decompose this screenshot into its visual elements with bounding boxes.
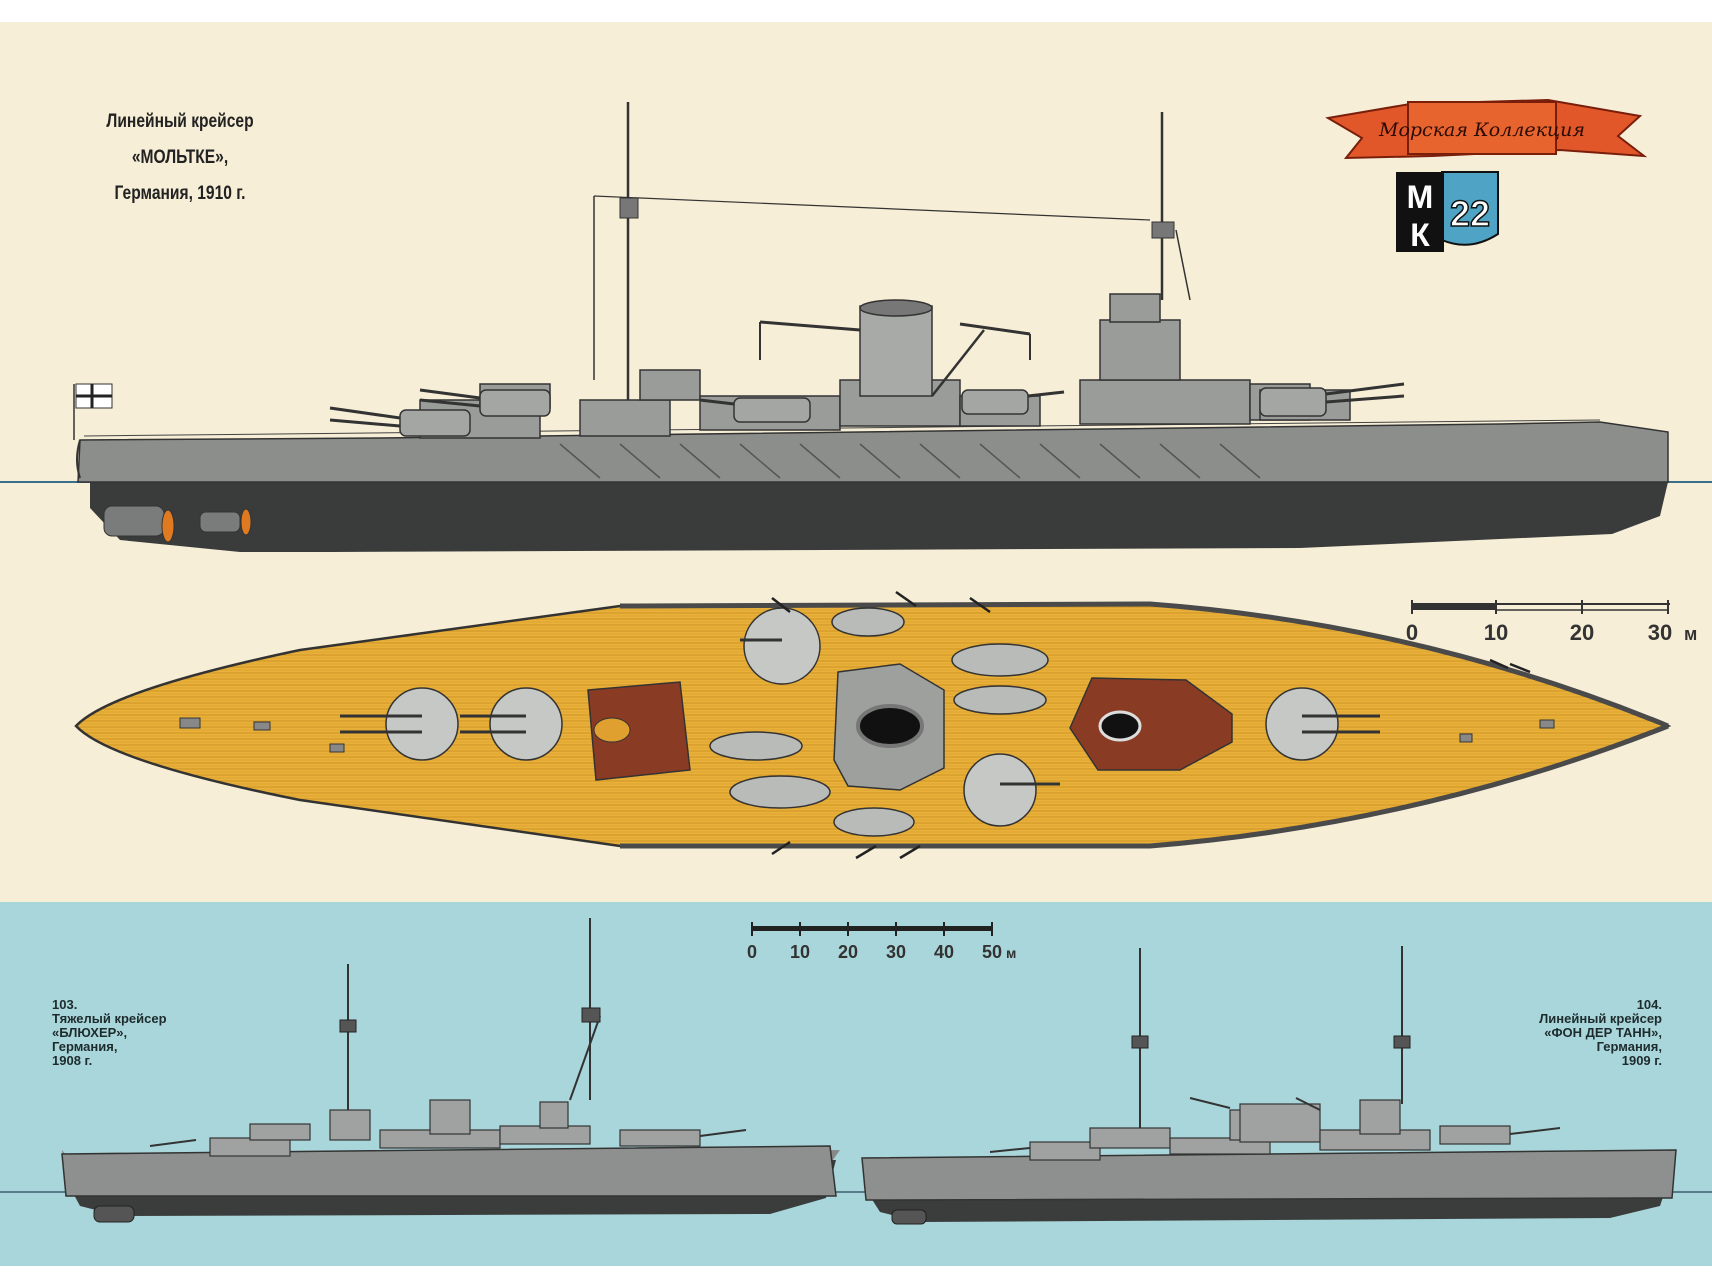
ensign-flag <box>73 383 113 440</box>
main-title-line3: Германия, 1910 г. <box>114 183 246 204</box>
scale-bar-top: 0 10 20 30 м <box>1406 600 1697 645</box>
scale-bottom-unit: м <box>1006 945 1016 961</box>
caption-bluecher-number: 103. <box>52 997 78 1012</box>
scale-top-unit: м <box>1684 624 1697 644</box>
caption-vdt-line2: «ФОН ДЕР ТАНН», <box>1544 1025 1662 1040</box>
scale-top-label-0: 0 <box>1406 620 1418 645</box>
boats <box>709 607 1049 837</box>
superstructure <box>419 293 1351 439</box>
moltke-plan-view <box>74 590 1672 860</box>
main-title-line1: Линейный крейсер <box>106 111 254 132</box>
caption-bluecher-line3: Германия, <box>52 1039 118 1054</box>
plan-guns <box>340 638 1380 786</box>
scale-bottom-label-0: 0 <box>747 942 757 962</box>
badge-black-block <box>1396 172 1444 252</box>
von-der-tann-side-view <box>861 946 1677 1225</box>
banner-text: Морская Коллекция <box>1378 119 1585 141</box>
scale-top-label-10: 10 <box>1484 620 1508 645</box>
caption-vdt-line3: Германия, <box>1596 1039 1662 1054</box>
badge-letter-bottom: К <box>1410 217 1430 253</box>
caption-bluecher-line2: «БЛЮХЕР», <box>52 1025 128 1040</box>
scale-top-label-30: 30 <box>1648 620 1672 645</box>
caption-vdt-line4: 1909 г. <box>1621 1053 1662 1068</box>
torpedo-net-booms <box>771 590 1531 860</box>
side-turrets <box>329 382 1405 437</box>
banner-panel <box>1407 101 1557 155</box>
hull-upper <box>77 421 1669 483</box>
main-title-line2: «МОЛЬТКЕ», <box>131 147 229 168</box>
bluecher-side-view <box>0 918 1712 1223</box>
caption-vdt-line1: Линейный крейсер <box>1539 1011 1662 1026</box>
fore-bridge <box>587 681 691 781</box>
scale-bottom-label-40: 40 <box>934 942 954 962</box>
masts <box>593 102 1191 400</box>
propellers <box>103 505 252 543</box>
hull-armor-stripes <box>559 443 1261 479</box>
deck-fittings <box>179 717 1555 753</box>
hull-underwater <box>90 482 1668 552</box>
badge-letter-top: М <box>1407 179 1434 215</box>
caption-bluecher: 103. Тяжелый крейсер «БЛЮХЕР», Германия,… <box>52 998 167 1068</box>
scale-bottom-label-50: 50 <box>982 942 1002 962</box>
caption-vdt-number: 104. <box>1636 997 1662 1012</box>
scale-bottom-label-10: 10 <box>790 942 810 962</box>
scale-bar-bottom: 0 10 20 30 40 50 м <box>747 922 1016 962</box>
caption-bluecher-line1: Тяжелый крейсер <box>52 1011 167 1026</box>
mast-platforms <box>619 197 1175 239</box>
caption-von-der-tann: 104. Линейный крейсер «ФОН ДЕР ТАНН», Ге… <box>1539 998 1662 1068</box>
collection-badge: Морская Коллекция М К 22 <box>1325 98 1648 253</box>
scale-top-label-20: 20 <box>1570 620 1594 645</box>
caption-bluecher-line4: 1908 г. <box>52 1053 93 1068</box>
scale-bottom-label-20: 20 <box>838 942 858 962</box>
plan-turrets <box>385 607 1339 827</box>
main-title: Линейный крейсер «МОЛЬТКЕ», Германия, 19… <box>90 104 270 212</box>
moltke-side-view <box>0 102 1712 552</box>
scale-bottom-label-30: 30 <box>886 942 906 962</box>
aft-bridge <box>1069 677 1233 771</box>
badge-number: 22 <box>1450 193 1490 234</box>
